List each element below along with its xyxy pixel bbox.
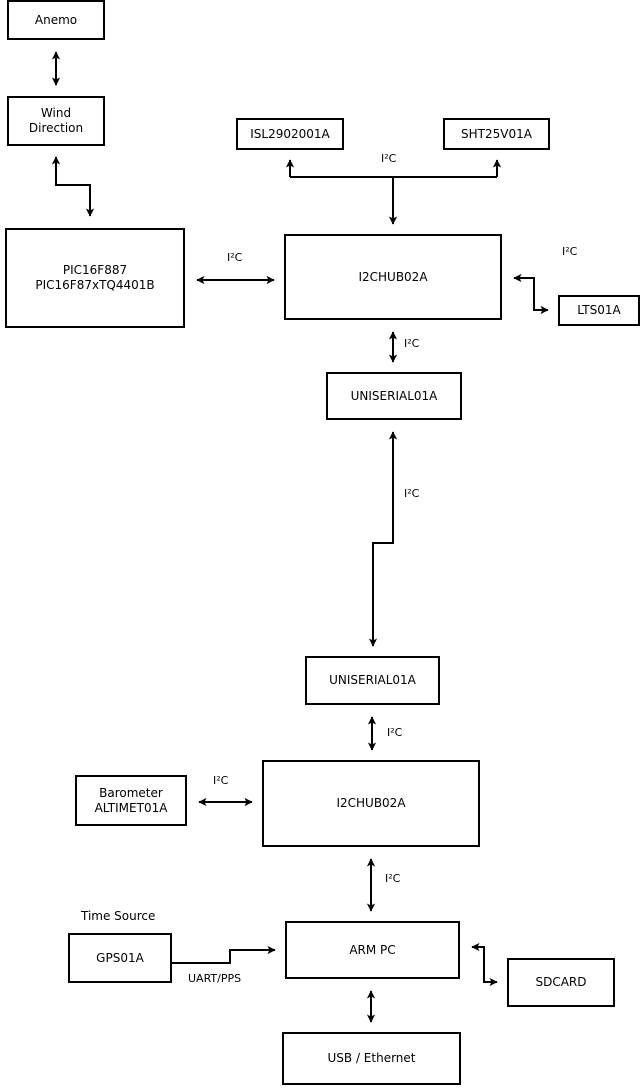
edge-label-uart-pps: UART/PPS [188,972,242,985]
node-usb-ethernet-label: USB / Ethernet [327,1051,416,1065]
node-uniserial01a-bottom[interactable]: UNISERIAL01A [305,656,440,705]
node-gps01a[interactable]: GPS01A [68,933,172,983]
edge-label-i2c-hub-lts: I²C [562,245,578,258]
edge-label-i2c-barometer-hub: I²C [213,774,229,787]
node-barometer-label-2: ALTIMET01A [94,800,168,815]
node-i2chub02a-bottom-label: I2CHUB02A [336,796,406,810]
node-lts01a[interactable]: LTS01A [558,295,640,326]
node-usb-ethernet[interactable]: USB / Ethernet [282,1032,461,1085]
node-isl2902001a-label: ISL2902001A [250,126,330,141]
node-sht25v01a-label: SHT25V01A [461,126,532,141]
edge-label-i2c-pic-hub: I²C [227,251,243,264]
edge-label-i2c-uniserial-link: I²C [404,487,420,500]
edge-label-i2c-uniserial-hub: I²C [387,726,403,739]
node-barometer-altimet01a[interactable]: Barometer ALTIMET01A [75,775,187,826]
node-i2chub02a-bottom[interactable]: I2CHUB02A [262,760,480,847]
node-wind-direction-label: Wind [40,106,72,120]
connector-gps-armpc [172,945,276,964]
node-lts01a-label: LTS01A [577,303,621,317]
node-pic-mcu-label-2: PIC16F87xTQ4401B [35,278,155,292]
node-anemo[interactable]: Anemo [7,0,105,40]
node-uniserial01a-top[interactable]: UNISERIAL01A [326,372,462,420]
node-wind-direction-label-2: Direction [28,121,84,135]
node-sdcard-label: SDCARD [535,975,587,989]
node-gps01a-label: GPS01A [96,950,144,965]
node-sdcard[interactable]: SDCARD [507,958,615,1007]
node-uniserial01a-top-label: UNISERIAL01A [350,388,438,403]
node-sht25v01a[interactable]: SHT25V01A [443,118,550,150]
node-pic-mcu-label: PIC16F887 [62,263,128,277]
node-arm-pc-label: ARM PC [349,942,396,957]
node-i2chub02a-top-label: I2CHUB02A [358,269,428,284]
node-arm-pc[interactable]: ARM PC [285,921,460,979]
node-pic-mcu[interactable]: PIC16F887 PIC16F87xTQ4401B [5,228,185,328]
node-anemo-label: Anemo [34,12,78,27]
connector-wind-pic [51,156,95,217]
node-wind-direction[interactable]: Wind Direction [7,96,105,146]
connector-armpc-sdcard [471,942,498,987]
node-barometer-label: Barometer [99,785,163,800]
label-time-source: Time Source [81,909,156,923]
edge-label-i2c-hub-uniserial: I²C [404,337,420,350]
connector-uniserial-uniserial [368,431,398,647]
node-i2chub02a-top[interactable]: I2CHUB02A [284,234,502,320]
edge-label-i2c-hub-armpc: I²C [385,872,401,885]
node-isl2902001a[interactable]: ISL2902001A [236,118,344,150]
node-uniserial01a-bottom-label: UNISERIAL01A [329,673,416,687]
connector-hub-lts [513,273,549,315]
edge-label-i2c-bus-top: I²C [381,152,397,165]
